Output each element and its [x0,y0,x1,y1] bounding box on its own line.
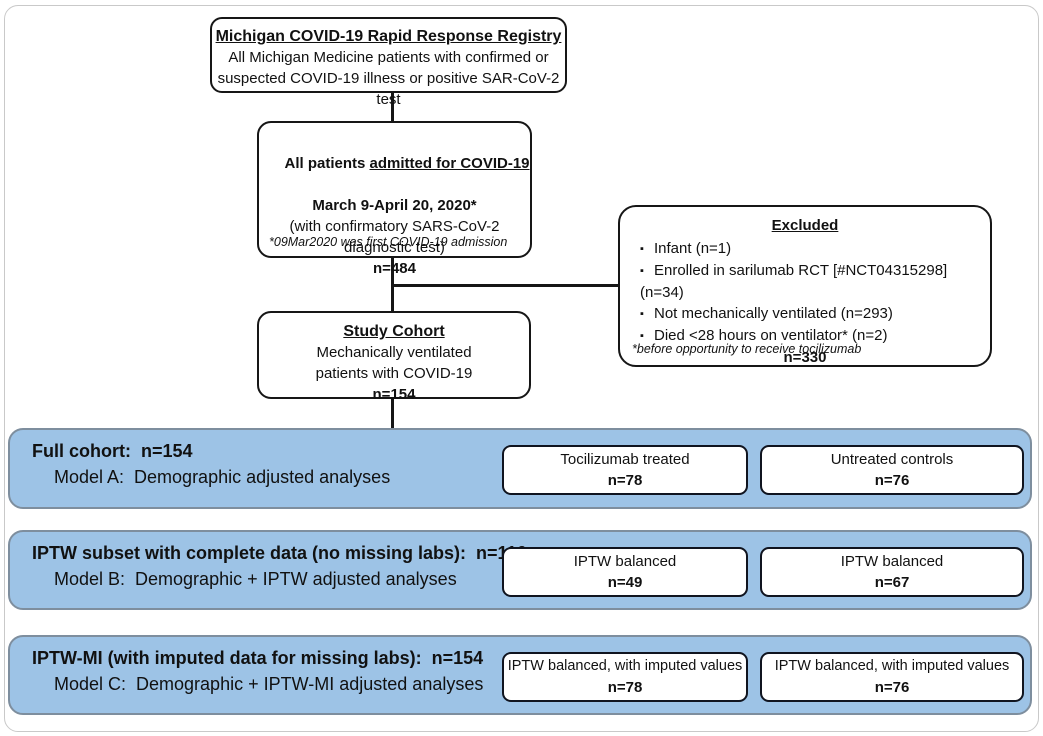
excluded-item: ▪ Infant (n=1) [640,238,990,260]
study-cohort-line1: Mechanically ventilated [316,344,472,361]
iptw-treated-label: IPTW balanced [573,553,677,570]
iptw-treated-box: IPTW balanced n=49 [502,547,748,597]
treated-box: Tocilizumab treated n=78 [502,445,748,495]
band-subline: Model B: Demographic + IPTW adjusted ana… [54,569,457,589]
admitted-title-underlined: admitted for COVID-19 [369,155,530,172]
excluded-item-text: Not mechanically ventilated (n=293) [654,305,893,322]
registry-line2: suspected COVID-19 illness or positive S… [217,70,564,108]
iptw-control-box: IPTW balanced n=67 [760,547,1024,597]
band-subline: Model A: Demographic adjusted analyses [54,467,391,487]
admitted-line1: (with confirmatory SARS-CoV-2 [289,218,500,235]
connector-cohort-to-band [391,398,394,429]
iptw-mi-treated-n: n=78 [607,679,643,696]
bullet-square-icon: ▪ [640,308,644,320]
iptw-mi-treated-label: IPTW balanced, with imputed values [507,658,743,674]
iptw-control-n: n=67 [874,574,910,591]
iptw-mi-treated-box: IPTW balanced, with imputed values n=78 [502,652,748,702]
study-cohort-box: Study Cohort Mechanically ventilated pat… [257,311,531,403]
excluded-item-text: Enrolled in sarilumab RCT [#NCT04315298]… [640,262,948,301]
excluded-item-text: Infant (n=1) [654,240,732,257]
iptw-treated-n: n=49 [607,574,643,591]
excluded-item: ▪ Not mechanically ventilated (n=293) [640,303,990,325]
bullet-square-icon: ▪ [640,243,644,255]
untreated-n: n=76 [874,472,910,489]
band-iptw-mi: IPTW-MI (with imputed data for missing l… [8,635,1032,715]
bullet-square-icon: ▪ [640,330,644,342]
study-cohort-n: n=154 [372,386,416,403]
band-subline: Model C: Demographic + IPTW-MI adjusted … [54,674,484,694]
treated-n: n=78 [607,472,643,489]
registry-title: Michigan COVID-19 Rapid Response Registr… [215,28,562,45]
connector-branch-to-excluded [391,284,618,287]
band-headline: Full cohort: n=154 [32,441,193,461]
band-headline: IPTW subset with complete data (no missi… [32,543,527,563]
untreated-label: Untreated controls [830,451,954,468]
excluded-item: ▪ Died <28 hours on ventilator* (n=2) [640,325,990,347]
excluded-footnote: *before opportunity to receive tocilizum… [632,342,862,356]
admitted-n: n=484 [373,260,416,277]
excluded-item: ▪Enrolled in sarilumab RCT [#NCT04315298… [640,260,990,303]
admitted-title: All patients admitted for COVID-19 [259,132,530,195]
treated-label: Tocilizumab treated [560,451,690,468]
excluded-item-text: Died <28 hours on ventilator* (n=2) [654,327,888,344]
connector-registry-to-admitted [391,93,394,122]
band-full-cohort: Full cohort: n=154 Model A: Demographic … [8,428,1032,509]
admitted-date: March 9-April 20, 2020* [312,197,477,214]
study-cohort-title: Study Cohort [343,323,445,340]
registry-line1: All Michigan Medicine patients with conf… [228,49,549,66]
study-cohort-line2: patients with COVID-19 [315,365,473,382]
admitted-footnote: *09Mar2020 was first COVID-19 admission [269,235,508,249]
excluded-box: Excluded ▪Infant (n=1) ▪Enrolled in sari… [618,205,992,367]
iptw-mi-control-n: n=76 [874,679,910,696]
excluded-title: Excluded [771,217,839,234]
excluded-list: ▪Infant (n=1) ▪Enrolled in sarilumab RCT… [620,238,990,347]
iptw-control-label: IPTW balanced [840,553,944,570]
band-iptw-subset: IPTW subset with complete data (no missi… [8,530,1032,610]
admitted-title-prefix: All patients [284,155,370,172]
admitted-box: All patients admitted for COVID-19 March… [257,121,532,277]
iptw-mi-control-label: IPTW balanced, with imputed values [774,658,1010,674]
iptw-mi-control-box: IPTW balanced, with imputed values n=76 [760,652,1024,702]
registry-box: Michigan COVID-19 Rapid Response Registr… [210,17,567,108]
untreated-box: Untreated controls n=76 [760,445,1024,495]
band-headline: IPTW-MI (with imputed data for missing l… [32,648,484,668]
excluded-n: n=330 [783,349,827,366]
admitted-line2: diagnostic test) [344,239,445,256]
bullet-square-icon: ▪ [640,265,644,277]
